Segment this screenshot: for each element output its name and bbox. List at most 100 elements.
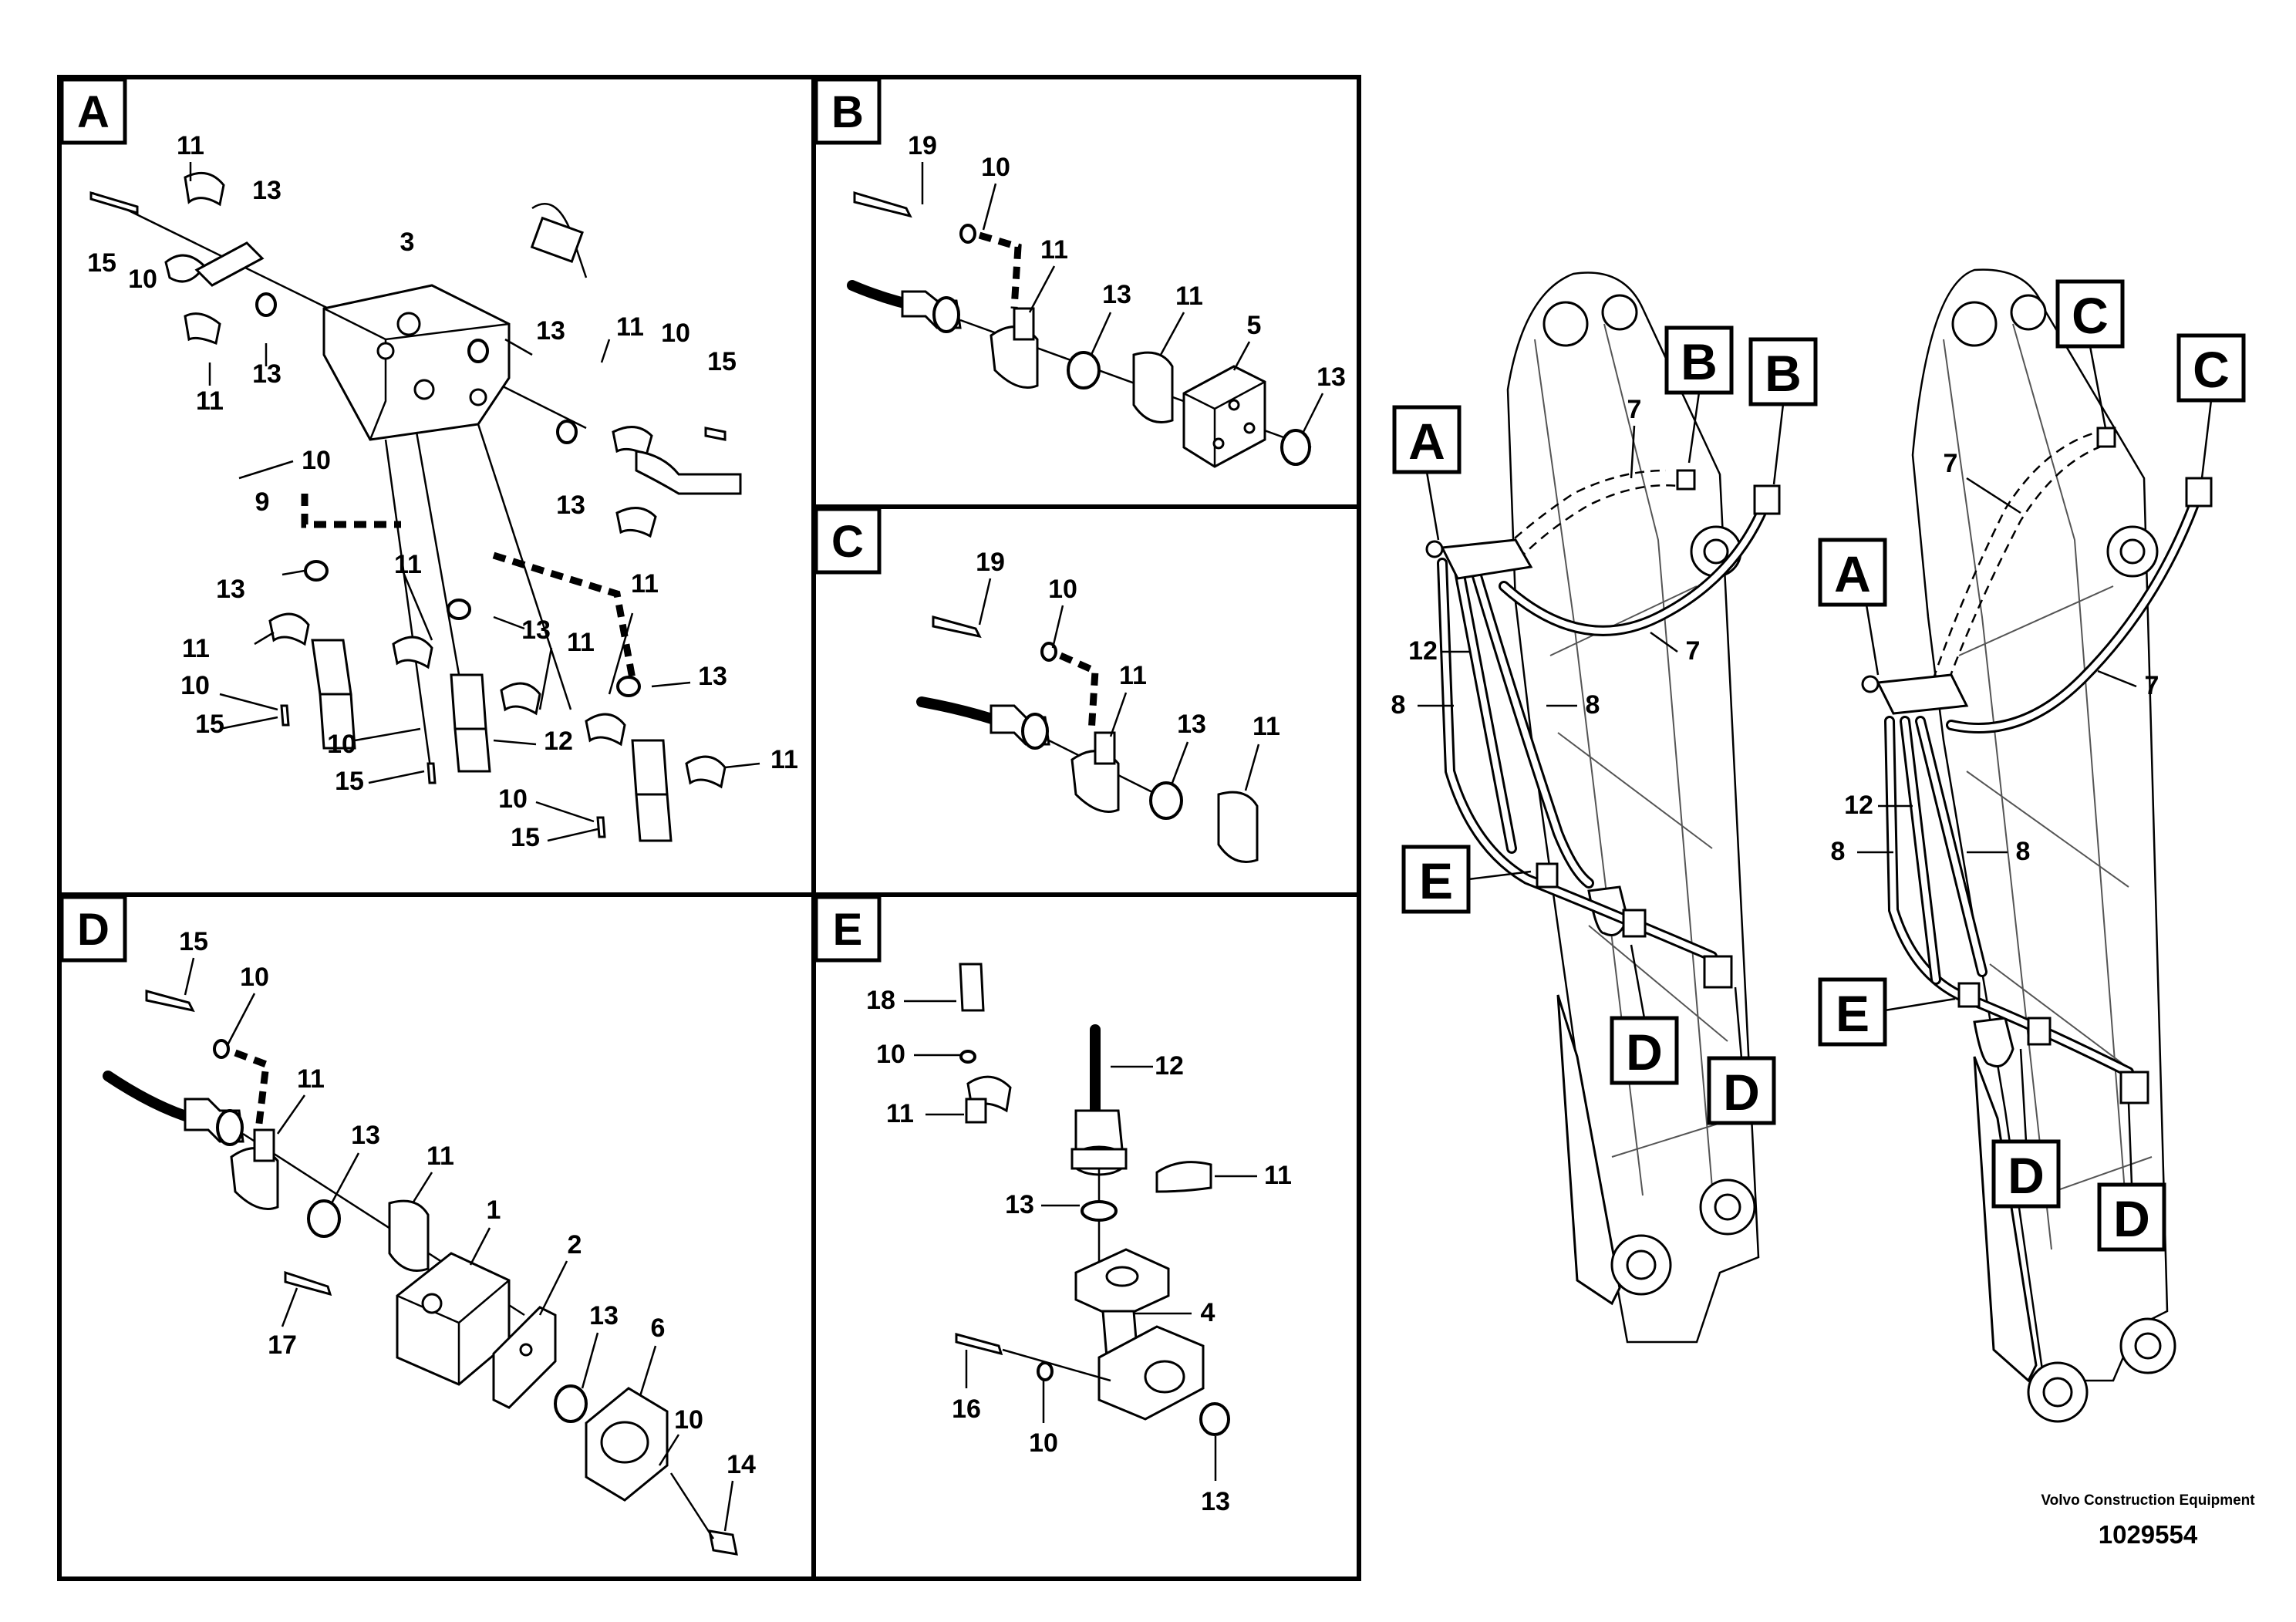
part-callout: 11 xyxy=(1040,235,1068,265)
part-callout: 11 xyxy=(177,131,204,160)
part-callout: 11 xyxy=(1119,661,1147,690)
panel-b-callouts: 19 10 11 13 11 5 13 xyxy=(908,131,1346,433)
part-callout: 9 xyxy=(255,487,270,517)
part-callout: 10 xyxy=(674,1405,703,1435)
part-callout: 8 xyxy=(1586,690,1600,720)
panel-e-drawing xyxy=(955,963,1230,1436)
part-callout: 14 xyxy=(727,1450,756,1479)
view-reference-letter: C xyxy=(2193,341,2230,398)
part-callout: 13 xyxy=(1201,1487,1230,1516)
view-reference-letter: A xyxy=(1834,545,1871,602)
view-reference-letter: B xyxy=(1681,333,1718,390)
overview-right-hoses xyxy=(1861,427,2213,1104)
part-callout: 13 xyxy=(1177,710,1206,739)
panel-d-callouts: 15 10 11 13 11 1 2 17 13 6 10 14 xyxy=(179,927,756,1532)
part-callout: 11 xyxy=(1264,1161,1292,1190)
panel-e-callouts: 18 10 11 12 13 11 4 16 10 13 xyxy=(866,986,1292,1516)
part-callout: 7 xyxy=(1686,636,1701,666)
part-callout: 15 xyxy=(195,710,224,739)
part-callout: 12 xyxy=(1408,636,1438,666)
part-callout: 11 xyxy=(567,628,595,657)
part-callout: 13 xyxy=(536,316,565,346)
view-reference-letter: B xyxy=(831,87,864,137)
part-callout: 12 xyxy=(1844,791,1873,820)
part-callout: 11 xyxy=(394,550,422,579)
part-callout: 15 xyxy=(707,347,737,376)
part-callout: 5 xyxy=(1247,311,1262,340)
part-callout: 15 xyxy=(179,927,208,956)
part-callout: 13 xyxy=(698,662,727,691)
overview-left-hoses xyxy=(1425,469,1781,989)
part-callout: 13 xyxy=(351,1121,380,1150)
part-callout: 18 xyxy=(866,986,895,1015)
view-reference-letter: A xyxy=(1408,413,1445,470)
part-callout: 4 xyxy=(1201,1298,1215,1327)
part-callout: 11 xyxy=(182,634,210,663)
view-reference-letter: D xyxy=(77,905,110,955)
panel-c-drawing xyxy=(916,615,1259,863)
part-callout: 10 xyxy=(302,446,331,475)
part-callout: 13 xyxy=(216,575,245,604)
part-callout: 3 xyxy=(400,228,415,257)
view-reference-letter: D xyxy=(2113,1190,2150,1247)
drawing-number: 1029554 xyxy=(2098,1520,2198,1549)
part-callout: 12 xyxy=(1155,1051,1184,1081)
part-callout: 1 xyxy=(487,1195,501,1225)
part-callout: 10 xyxy=(240,963,269,992)
part-callout: 11 xyxy=(297,1064,325,1094)
panel-b-drawing xyxy=(847,191,1312,468)
panel-d-label: D xyxy=(59,895,127,963)
part-callout: 7 xyxy=(1944,449,1958,478)
manufacturer-name: Volvo Construction Equipment xyxy=(2041,1492,2255,1509)
view-reference-letter: B xyxy=(1765,345,1802,402)
part-callout: 19 xyxy=(976,548,1005,577)
part-callout: 10 xyxy=(661,319,690,348)
part-callout: 10 xyxy=(876,1040,905,1069)
view-reference-letter: A xyxy=(77,87,110,137)
part-callout: 13 xyxy=(521,615,551,645)
view-reference-letter: E xyxy=(833,905,863,955)
part-callout: 10 xyxy=(498,784,528,814)
part-callout: 10 xyxy=(981,153,1010,182)
part-callout: 13 xyxy=(1317,363,1346,392)
part-callout: 8 xyxy=(2016,837,2031,866)
panel-a-drawing xyxy=(89,171,742,842)
part-callout: 13 xyxy=(589,1301,619,1330)
part-callout: 11 xyxy=(426,1141,454,1171)
view-reference-letter: D xyxy=(1626,1023,1663,1081)
part-callout: 11 xyxy=(196,386,224,416)
part-callout: 11 xyxy=(631,569,659,599)
part-callout: 19 xyxy=(908,131,937,160)
overview-left-labels: A B B E D D 7 7 12 8 8 xyxy=(1391,325,1818,1125)
part-callout: 15 xyxy=(335,767,364,796)
part-callout: 17 xyxy=(268,1330,297,1360)
part-callout: 10 xyxy=(1048,575,1077,604)
part-callout: 15 xyxy=(511,823,540,852)
part-callout: 12 xyxy=(544,727,573,756)
overview-right-boom xyxy=(1911,268,2176,1423)
part-callout: 8 xyxy=(1391,690,1406,720)
panel-d-drawing xyxy=(103,990,738,1556)
part-callout: 16 xyxy=(952,1394,981,1424)
drawing-footer: Volvo Construction Equipment 1029554 xyxy=(2021,1492,2275,1549)
overview-right-labels: C C A E D D 7 7 12 8 8 xyxy=(1818,279,2246,1252)
panel-a-label: A xyxy=(59,77,127,145)
part-callout: 2 xyxy=(568,1230,582,1259)
view-reference-letter: E xyxy=(1419,852,1453,909)
view-reference-letter: E xyxy=(1836,985,1870,1042)
view-reference-letter: D xyxy=(1723,1064,1760,1121)
panel-c-label: C xyxy=(814,507,882,575)
part-callout: 13 xyxy=(252,176,282,205)
part-callout: 10 xyxy=(128,265,157,294)
part-callout: 15 xyxy=(87,248,116,278)
part-callout: 11 xyxy=(886,1099,914,1128)
part-callout: 10 xyxy=(1029,1428,1058,1458)
part-callout: 7 xyxy=(2145,671,2159,700)
part-callout: 7 xyxy=(1627,395,1642,424)
panel-a-callouts: 11 15 10 3 13 11 13 11 10 15 9 10 13 11 … xyxy=(87,131,798,852)
part-callout: 6 xyxy=(651,1313,666,1343)
part-callout: 11 xyxy=(1253,712,1280,741)
part-callout: 10 xyxy=(327,730,356,759)
panel-b-label: B xyxy=(814,77,882,145)
